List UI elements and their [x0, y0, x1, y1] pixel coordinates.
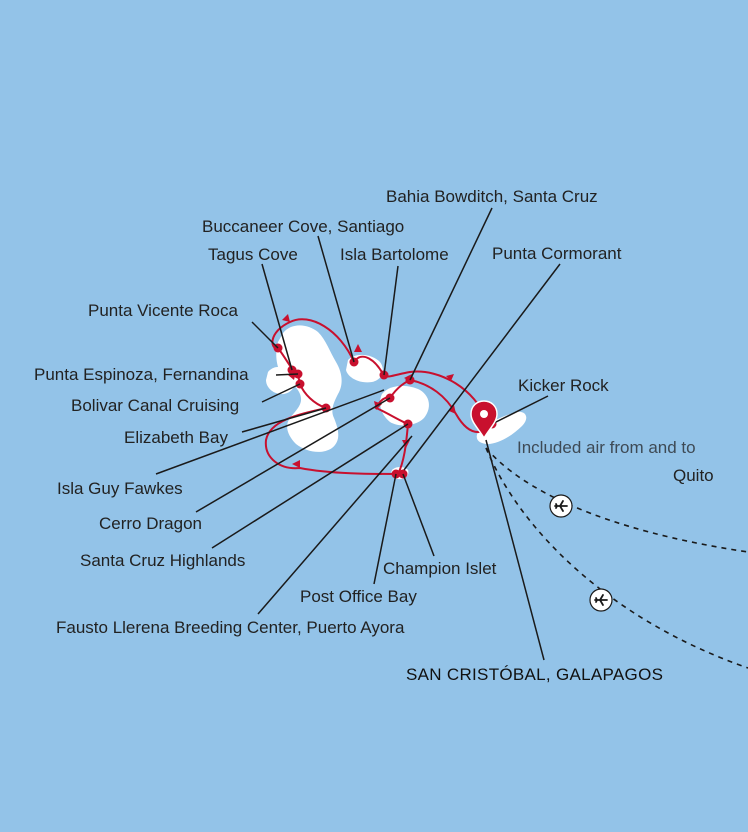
- label-kicker-rock: Kicker Rock: [518, 376, 609, 395]
- leader-bahia-bowditch: [409, 207, 493, 381]
- label-tagus-cove: Tagus Cove: [208, 245, 298, 264]
- leader-bolivar-canal: [261, 383, 301, 403]
- label-bolivar-canal: Bolivar Canal Cruising: [71, 396, 239, 415]
- label-buccaneer-cove: Buccaneer Cove, Santiago: [202, 217, 404, 236]
- label-bahia-bowditch: Bahia Bowditch, Santa Cruz: [386, 187, 598, 206]
- label-isla-bartolome: Isla Bartolome: [340, 245, 449, 264]
- airplane-icon: [589, 588, 613, 612]
- labels: Bahia Bowditch, Santa Cruz Buccaneer Cov…: [34, 187, 714, 684]
- label-fausto-llerena: Fausto Llerena Breeding Center, Puerto A…: [56, 618, 405, 637]
- leader-fausto-llerena: [257, 435, 413, 615]
- leader-elizabeth-bay: [241, 407, 327, 433]
- leader-san-cristobal: [485, 439, 545, 661]
- route-arrow: [292, 460, 300, 468]
- label-air-note-line1: Included air from and to: [517, 438, 696, 457]
- leader-tagus-cove: [261, 263, 293, 371]
- route-arrow: [449, 405, 456, 414]
- leader-kicker-rock: [491, 395, 549, 425]
- leader-champion-islet: [402, 473, 435, 557]
- route-arrow: [354, 344, 362, 352]
- air-route-south: [485, 447, 748, 669]
- label-santa-cruz-highlands: Santa Cruz Highlands: [80, 551, 245, 570]
- label-punta-espinoza: Punta Espinoza, Fernandina: [34, 365, 249, 384]
- leader-lines: [155, 207, 561, 661]
- label-punta-vicente-roca: Punta Vicente Roca: [88, 301, 238, 320]
- label-champion-islet: Champion Islet: [383, 559, 497, 578]
- leader-punta-espinoza: [275, 373, 299, 376]
- label-air-note-line2: Quito: [673, 466, 714, 485]
- route-arrow: [446, 374, 454, 381]
- label-start-port: SAN CRISTÓBAL, GALAPAGOS: [406, 665, 663, 684]
- island-san-cristobal: [476, 411, 527, 444]
- leader-punta-vicente-roca: [251, 321, 279, 349]
- leader-cerro-dragon: [195, 397, 391, 513]
- air-routes: [485, 447, 748, 669]
- leader-punta-cormorant: [403, 263, 561, 471]
- leader-santa-cruz-highlands: [211, 423, 409, 549]
- island-santa-cruz: [380, 385, 429, 426]
- island-isabela: [276, 325, 342, 452]
- map-pin-icon: [470, 400, 498, 440]
- route-arrow: [282, 314, 290, 322]
- leader-buccaneer-cove: [317, 235, 355, 363]
- label-elizabeth-bay: Elizabeth Bay: [124, 428, 228, 447]
- label-cerro-dragon: Cerro Dragon: [99, 514, 202, 533]
- label-post-office-bay: Post Office Bay: [300, 587, 417, 606]
- leader-isla-bartolome: [383, 265, 399, 376]
- label-isla-guy-fawkes: Isla Guy Fawkes: [57, 479, 183, 498]
- airplane-icon: [549, 494, 573, 518]
- leader-isla-guy-fawkes: [155, 389, 385, 475]
- leader-post-office-bay: [373, 473, 397, 585]
- air-route-north: [485, 447, 748, 553]
- label-punta-cormorant: Punta Cormorant: [492, 244, 622, 263]
